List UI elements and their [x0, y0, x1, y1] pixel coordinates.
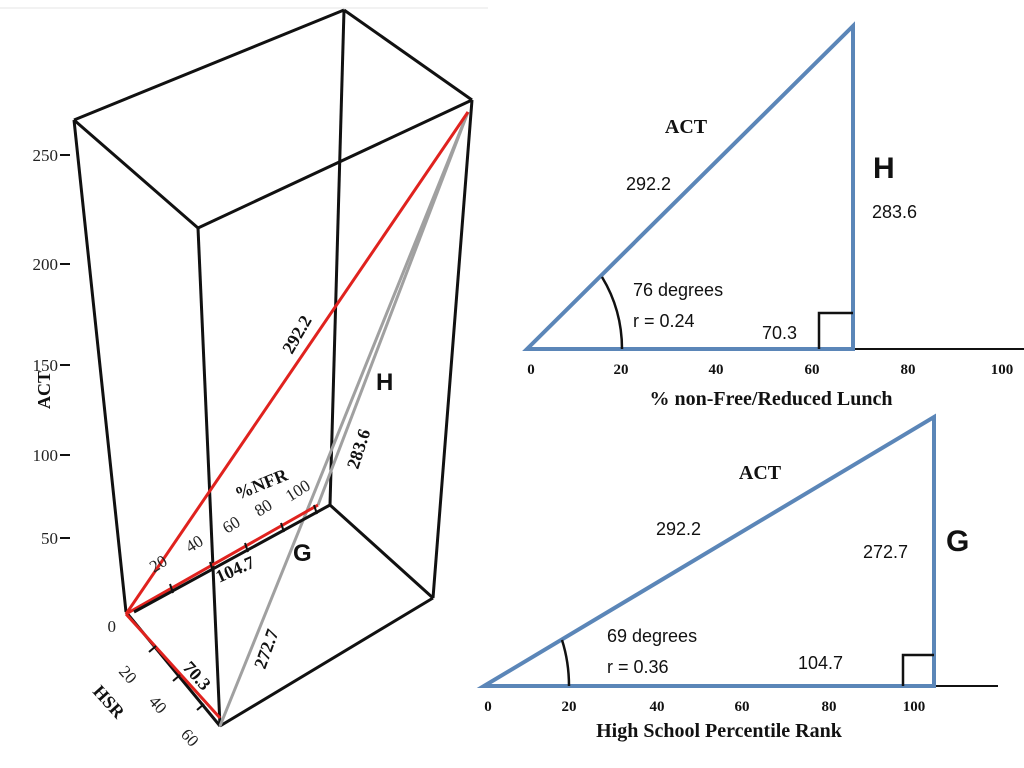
triangle-top-angle-label: 76 degrees: [633, 280, 723, 300]
act-tick-150: 150: [33, 356, 59, 375]
triangle-top-tick-0: 0: [527, 362, 535, 378]
triangle-bottom-hyp-label: 292.2: [656, 519, 701, 539]
triangle-bottom-r-label: r = 0.36: [607, 657, 669, 677]
triangle-top: ACT 292.2 283.6 70.3 76 degrees r = 0.24…: [522, 21, 1024, 410]
hsr-tick-20: 20: [115, 662, 140, 687]
act-tick-marks: [60, 154, 70, 539]
triangle-bottom: ACT 292.2 272.7 104.7 69 degrees r = 0.3…: [476, 413, 998, 742]
triangle-bottom-x-axis-title: High School Percentile Rank: [596, 720, 843, 742]
triangle-bottom-angle-label: 69 degrees: [607, 626, 697, 646]
triangle-top-letter: H: [873, 152, 895, 185]
red-lines: [124, 111, 470, 720]
h-letter-label: H: [376, 369, 393, 396]
act-tick-250: 250: [33, 146, 59, 165]
triangle-top-base-label: 70.3: [762, 323, 797, 343]
triangle-top-tick-60: 60: [805, 362, 820, 378]
nfr-tick-80: 80: [251, 495, 275, 520]
h-length-label: 283.6: [343, 427, 375, 472]
hsr-tick-60: 60: [177, 725, 202, 750]
act-tick-50: 50: [41, 529, 58, 548]
act-axis-title: ACT: [34, 371, 54, 409]
triangle-top-tick-100: 100: [991, 362, 1014, 378]
box-edges: [72, 8, 474, 728]
hsr-tick-40: 40: [145, 692, 170, 717]
hsr-axis-title: HSR: [89, 681, 129, 723]
nfr-tick-marks: [169, 504, 318, 594]
hsr-tick-marks: [148, 645, 205, 711]
triangle-bottom-tick-100: 100: [903, 699, 926, 715]
triangle-top-tick-80: 80: [901, 362, 916, 378]
triangle-top-x-axis-title: % non-Free/Reduced Lunch: [650, 388, 893, 410]
triangle-top-hyp-label: 292.2: [626, 174, 671, 194]
triangle-bottom-tick-0: 0: [484, 699, 492, 715]
triangle-bottom-base-label: 104.7: [798, 653, 843, 673]
triangle-top-vertical-label: 283.6: [872, 202, 917, 222]
triangle-top-tick-40: 40: [709, 362, 724, 378]
hsr-length-label: 70.3: [179, 657, 215, 694]
nfr-tick-40: 40: [182, 531, 206, 556]
triangle-bottom-tick-20: 20: [562, 699, 577, 715]
nfr-tick-60: 60: [219, 512, 243, 537]
triangle-top-r-label: r = 0.24: [633, 311, 695, 331]
box-3d: 250 200 150 100 50 0 ACT 20 40 60 HSR: [0, 7, 488, 750]
act-tick-0: 0: [108, 617, 117, 636]
triangle-bottom-title: ACT: [739, 462, 782, 484]
g-letter-label: G: [293, 540, 312, 567]
hypotenuse-length-label: 292.2: [278, 312, 316, 357]
triangle-bottom-tick-40: 40: [650, 699, 665, 715]
g-length-label: 272.7: [250, 626, 283, 671]
triangle-top-tick-20: 20: [614, 362, 629, 378]
act-tick-100: 100: [33, 446, 59, 465]
act-tick-200: 200: [33, 255, 59, 274]
triangle-bottom-letter: G: [946, 525, 969, 558]
gray-lines: [218, 111, 470, 727]
triangle-bottom-tick-60: 60: [735, 699, 750, 715]
triangle-bottom-tick-80: 80: [822, 699, 837, 715]
triangle-top-title: ACT: [665, 116, 708, 138]
triangle-bottom-vertical-label: 272.7: [863, 542, 908, 562]
